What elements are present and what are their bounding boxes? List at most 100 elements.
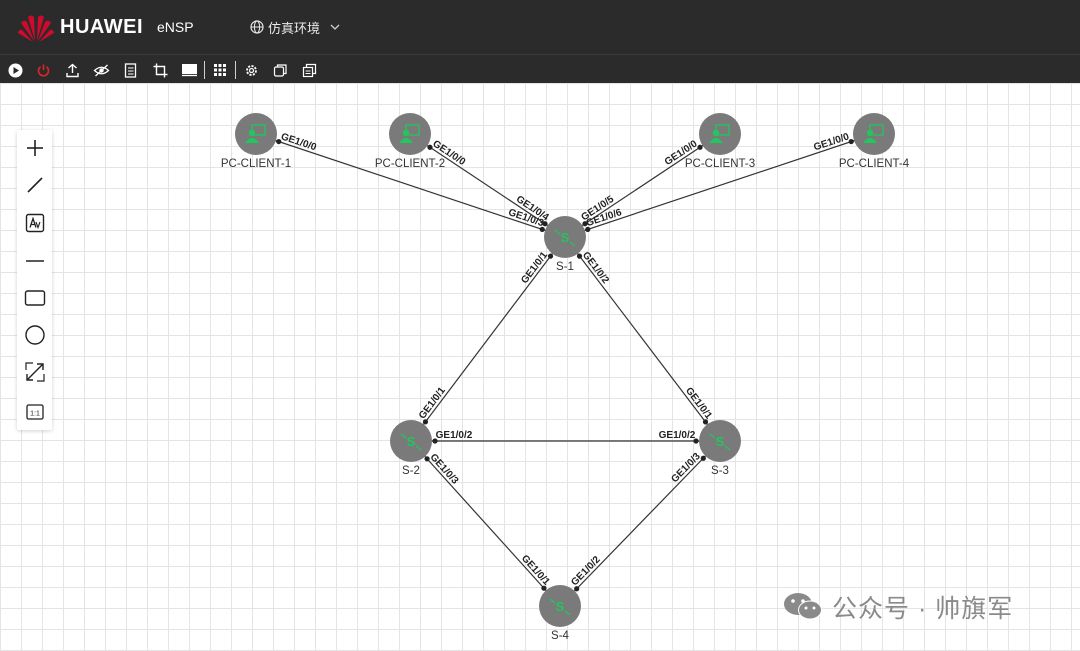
link-pc4-s1[interactable] bbox=[564, 133, 875, 238]
pc-icon bbox=[245, 124, 266, 143]
node-label: S-3 bbox=[711, 465, 729, 477]
link-s1-s2[interactable] bbox=[410, 236, 566, 442]
crop-icon[interactable] bbox=[150, 60, 170, 80]
notes-icon[interactable] bbox=[120, 60, 140, 80]
port-endpoint[interactable] bbox=[542, 221, 548, 227]
environment-selector[interactable]: 仿真环境 bbox=[250, 16, 344, 38]
environment-label: 仿真环境 bbox=[268, 20, 321, 36]
port-label: GE1/0/2 bbox=[659, 430, 696, 441]
settings-icon[interactable] bbox=[241, 60, 261, 80]
upload-icon[interactable] bbox=[62, 60, 82, 80]
port-endpoint[interactable] bbox=[574, 586, 580, 592]
port-endpoint[interactable] bbox=[697, 144, 703, 150]
port-label: GE1/0/2 bbox=[436, 430, 473, 441]
hide-icon[interactable] bbox=[91, 60, 111, 80]
switch-icon: S bbox=[554, 229, 576, 247]
expand-icon[interactable] bbox=[22, 359, 47, 384]
node-s2[interactable]: S S-2 bbox=[390, 420, 432, 477]
port-endpoint[interactable] bbox=[700, 455, 706, 461]
wechat-icon bbox=[784, 593, 822, 620]
port-endpoint[interactable] bbox=[693, 438, 699, 444]
brand-name: HUAWEI bbox=[60, 15, 143, 38]
port-endpoint[interactable] bbox=[541, 585, 547, 591]
port-label: GE1/0/0 bbox=[812, 131, 851, 153]
port-endpoint[interactable] bbox=[585, 226, 591, 233]
grid-icon[interactable] bbox=[210, 60, 230, 80]
port-labels-layer: GE1/0/0GE1/0/3GE1/0/0GE1/0/4GE1/0/0GE1/0… bbox=[276, 131, 854, 592]
port-label: GE1/0/3 bbox=[427, 452, 460, 487]
node-pc2[interactable]: PC-CLIENT-2 bbox=[375, 113, 445, 170]
horizontal-line-icon[interactable] bbox=[22, 248, 47, 273]
node-s3[interactable]: S S-3 bbox=[699, 420, 741, 477]
switch-node-circle[interactable] bbox=[544, 216, 586, 258]
port-label: GE1/0/1 bbox=[519, 250, 550, 286]
switch-icon: S bbox=[400, 433, 422, 451]
copy-icon[interactable] bbox=[299, 60, 319, 80]
port-endpoint[interactable] bbox=[276, 138, 282, 145]
ratio-icon[interactable]: 1:1 bbox=[22, 399, 47, 424]
pc-icon bbox=[863, 124, 884, 143]
main-toolbar bbox=[0, 54, 1080, 84]
port-endpoint[interactable] bbox=[702, 419, 709, 425]
link-s2-s4[interactable] bbox=[410, 440, 561, 607]
switch-node-circle[interactable] bbox=[390, 420, 432, 462]
svg-text:S: S bbox=[407, 434, 416, 449]
product-name: eNSP bbox=[157, 19, 194, 35]
brand: HUAWEI eNSP bbox=[18, 10, 194, 44]
port-endpoint[interactable] bbox=[432, 438, 438, 444]
text-tool-icon[interactable] bbox=[22, 210, 47, 235]
play-icon[interactable] bbox=[5, 60, 25, 80]
node-label: S-1 bbox=[556, 261, 574, 273]
port-endpoint[interactable] bbox=[422, 419, 429, 425]
link-s3-s4[interactable] bbox=[559, 440, 721, 607]
port-endpoint[interactable] bbox=[547, 253, 554, 259]
port-endpoint[interactable] bbox=[539, 226, 545, 233]
node-label: PC-CLIENT-4 bbox=[839, 158, 910, 170]
links-layer bbox=[255, 133, 875, 607]
node-pc4[interactable]: PC-CLIENT-4 bbox=[839, 113, 910, 170]
node-label: S-2 bbox=[402, 465, 420, 477]
window-icon[interactable] bbox=[270, 60, 290, 80]
node-pc1[interactable]: PC-CLIENT-1 bbox=[221, 113, 291, 170]
link-pc1-s1[interactable] bbox=[255, 133, 566, 238]
svg-text:S: S bbox=[556, 599, 565, 614]
power-icon[interactable] bbox=[33, 60, 53, 80]
line-icon[interactable] bbox=[22, 172, 47, 197]
port-endpoint[interactable] bbox=[848, 138, 854, 145]
port-endpoint[interactable] bbox=[424, 456, 430, 462]
link-pc2-s1[interactable] bbox=[409, 133, 566, 238]
ratio-label: 1:1 bbox=[30, 410, 40, 417]
switch-node-circle[interactable] bbox=[539, 585, 581, 627]
huawei-logo bbox=[18, 15, 54, 42]
globe-icon bbox=[250, 20, 264, 34]
toolbar-divider bbox=[235, 61, 236, 79]
pc-node-circle[interactable] bbox=[235, 113, 277, 155]
screen-icon[interactable] bbox=[179, 60, 199, 80]
topology-diagram[interactable]: GE1/0/0GE1/0/3GE1/0/0GE1/0/4GE1/0/0GE1/0… bbox=[0, 83, 1080, 651]
node-label: S-4 bbox=[551, 630, 570, 642]
rectangle-icon[interactable] bbox=[22, 285, 47, 310]
title-bar: HUAWEI eNSP 仿真环境 bbox=[0, 0, 1080, 54]
link-pc3-s1[interactable] bbox=[564, 133, 721, 238]
node-pc3[interactable]: PC-CLIENT-3 bbox=[685, 113, 755, 170]
port-label: GE1/0/3 bbox=[669, 451, 703, 485]
pc-node-circle[interactable] bbox=[699, 113, 741, 155]
node-s4[interactable]: S S-4 bbox=[539, 585, 581, 642]
switch-icon: S bbox=[709, 433, 731, 451]
pc-node-circle[interactable] bbox=[853, 113, 895, 155]
pc-icon bbox=[709, 124, 730, 143]
plus-icon[interactable] bbox=[22, 135, 47, 160]
switch-node-circle[interactable] bbox=[699, 420, 741, 462]
port-endpoint[interactable] bbox=[582, 221, 588, 227]
svg-text:S: S bbox=[561, 230, 570, 245]
link-s1-s3[interactable] bbox=[564, 236, 721, 442]
port-endpoint[interactable] bbox=[576, 253, 583, 259]
port-endpoint[interactable] bbox=[427, 144, 433, 150]
pc-node-circle[interactable] bbox=[389, 113, 431, 155]
circle-icon[interactable] bbox=[22, 322, 47, 347]
node-label: PC-CLIENT-3 bbox=[685, 158, 755, 170]
node-s1[interactable]: S S-1 bbox=[544, 216, 586, 273]
chevron-down-icon bbox=[330, 24, 340, 30]
